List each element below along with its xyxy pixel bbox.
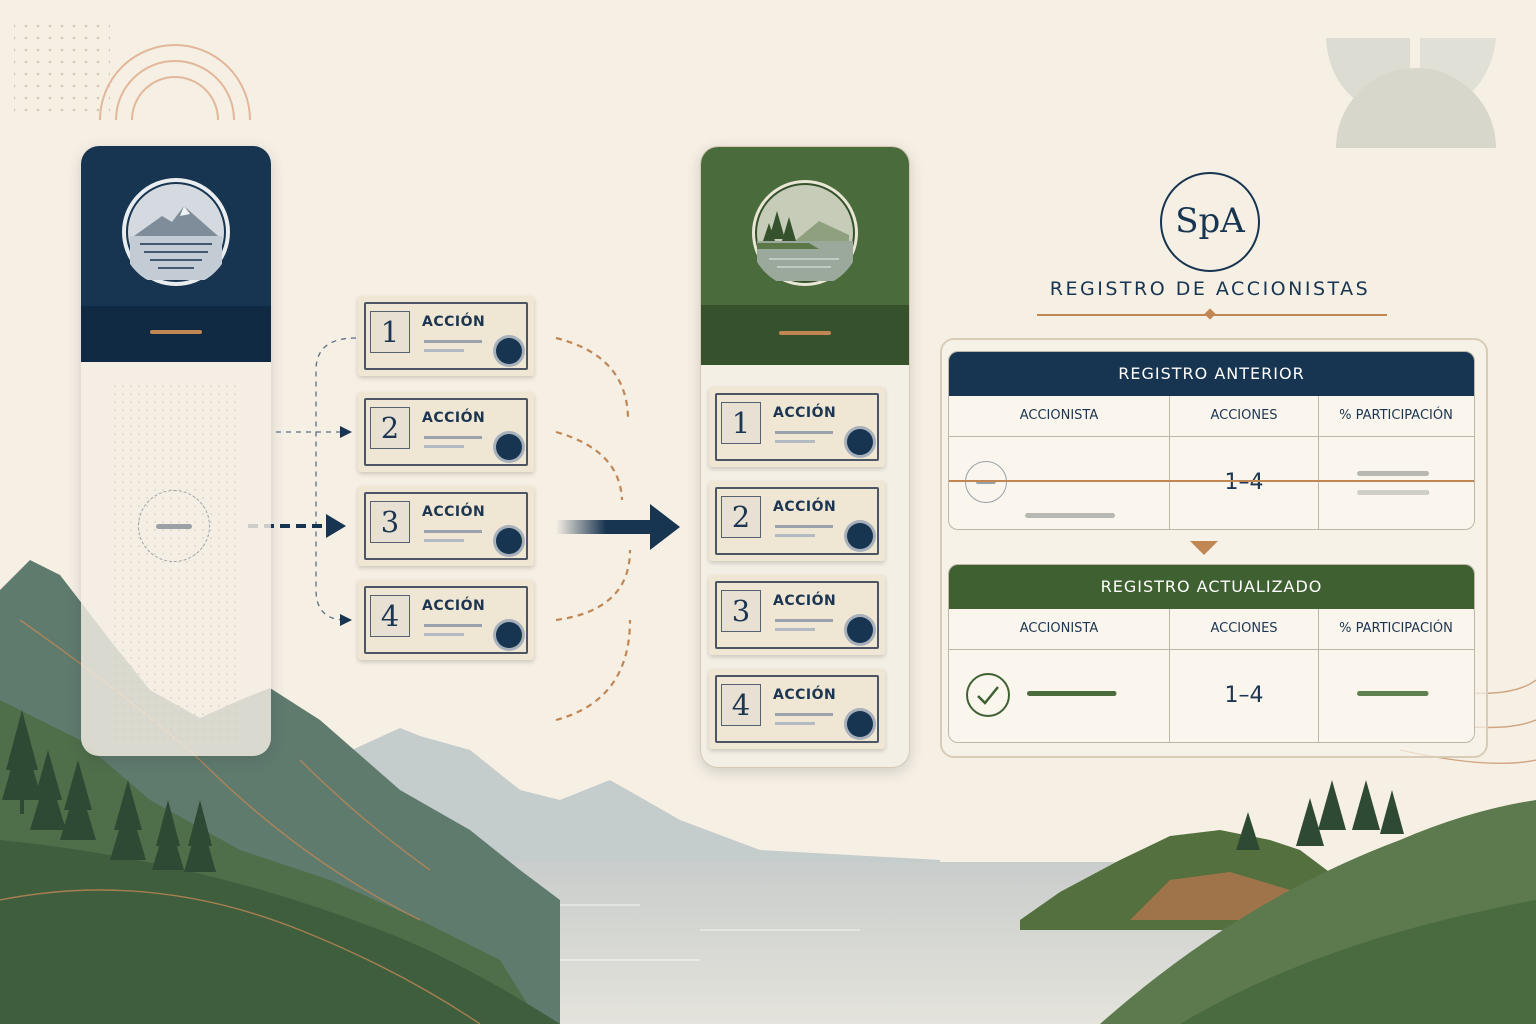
ticket-number: 2 [370,407,410,449]
column-holder: ACCIONISTA [949,396,1170,436]
ticket-label: ACCIÓN [773,499,837,515]
updated-register-table: REGISTRO ACTUALIZADO ACCIONISTA ACCIONES… [948,564,1475,743]
percentage-cell [1319,650,1473,742]
accent-line [779,331,831,335]
left-trees [2,710,216,872]
shares-value: 1–4 [1170,437,1319,529]
ticket-number: 4 [370,595,410,637]
right-foreground [1180,900,1536,1024]
original-card-header [81,146,271,362]
seal-icon [847,617,873,643]
seal-icon [847,523,873,549]
main-flow-arrow-left [248,514,346,538]
new-card-band [701,305,909,365]
share-ticket: 4 ACCIÓN [709,669,885,749]
updated-register-header: REGISTRO ACTUALIZADO [949,565,1474,609]
column-holder: ACCIONISTA [949,609,1170,649]
previous-register-columns: ACCIONISTA ACCIONES % PARTICIPACIÓN [949,396,1474,437]
check-icon [966,673,1010,717]
share-ticket: 2 ACCIÓN [709,481,885,561]
ticket-number: 4 [721,684,761,726]
ticket-number: 1 [721,402,761,444]
seal-icon [496,622,522,648]
original-card-band [81,306,271,362]
register-title: REGISTRO DE ACCIONISTAS [1049,278,1371,300]
arc-lines-decoration [99,44,251,121]
update-arrow-icon [1190,541,1218,555]
dot-pattern-top-left [14,18,110,114]
share-ticket: 3 ACCIÓN [709,575,885,655]
ticket-number: 1 [370,311,410,353]
strike-through-line [949,480,1474,482]
share-ticket: 3 ACCIÓN [358,486,534,566]
new-card-header [701,147,909,365]
column-percentage: % PARTICIPACIÓN [1339,408,1453,423]
geometric-shapes-decoration [1326,38,1496,148]
spa-logo: SpA [1160,172,1260,272]
previous-register-row: 1–4 [949,437,1474,529]
ticket-number: 2 [721,496,761,538]
removed-holder-icon [138,490,210,562]
right-trees [1236,780,1404,850]
percentage-cell [1319,437,1473,529]
main-flow-arrow-right [556,504,680,550]
previous-register-table: REGISTRO ANTERIOR ACCIONISTA ACCIONES % … [948,351,1475,530]
branch-arrowheads [340,426,352,626]
ticket-label: ACCIÓN [773,687,837,703]
removed-holder-icon [965,461,1007,503]
ticket-label: ACCIÓN [422,598,486,614]
ticket-label: ACCIÓN [773,405,837,421]
updated-register-row: 1–4 [949,650,1474,742]
share-ticket: 1 ACCIÓN [358,296,534,376]
branch-connectors [276,337,357,621]
left-foreground [0,840,560,1024]
column-shares: ACCIONES [1170,396,1319,436]
ticket-label: ACCIÓN [422,314,486,330]
seal-icon [496,434,522,460]
share-ticket: 1 ACCIÓN [709,387,885,467]
seal-icon [847,711,873,737]
ticket-label: ACCIÓN [422,504,486,520]
card-texture [111,382,241,742]
ticket-label: ACCIÓN [773,593,837,609]
mountain-lake-emblem [122,178,230,286]
column-shares: ACCIONES [1170,609,1319,649]
ticket-label: ACCIÓN [422,410,486,426]
seal-icon [496,528,522,554]
share-ticket: 2 ACCIÓN [358,392,534,472]
accent-line [150,330,202,334]
updated-register-columns: ACCIONISTA ACCIONES % PARTICIPACIÓN [949,609,1474,650]
holder-cell [949,650,1170,742]
merge-connectors [555,336,632,722]
ticket-number: 3 [370,501,410,543]
share-ticket: 4 ACCIÓN [358,580,534,660]
previous-register-header: REGISTRO ANTERIOR [949,352,1474,396]
minus-icon [156,524,192,529]
column-percentage: % PARTICIPACIÓN [1339,621,1453,636]
seal-icon [847,429,873,455]
ticket-number: 3 [721,590,761,632]
holder-cell [949,437,1170,529]
forest-lake-emblem [752,180,858,286]
original-holder-card [81,146,271,756]
shares-value: 1–4 [1170,650,1319,742]
seal-icon [496,338,522,364]
